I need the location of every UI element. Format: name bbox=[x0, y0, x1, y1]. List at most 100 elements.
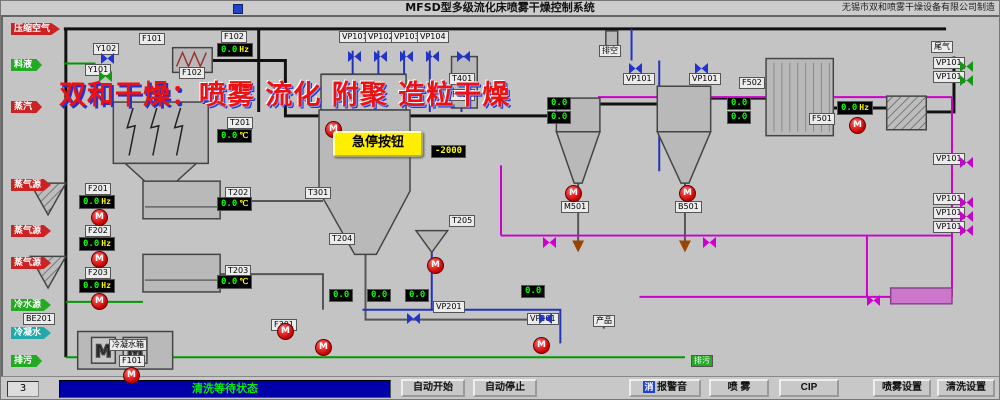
pump-icon[interactable]: M bbox=[533, 337, 550, 354]
pump-icon[interactable]: M bbox=[91, 293, 108, 310]
valve-icon[interactable] bbox=[695, 59, 708, 74]
display-unit: Hz bbox=[101, 239, 111, 248]
auto-start-button[interactable]: 自动开始 bbox=[401, 379, 465, 397]
piping-layer: M M bbox=[28, 27, 956, 370]
display-unit: Hz bbox=[101, 281, 111, 290]
display-value: 0.0 bbox=[221, 131, 238, 141]
display-value: 0.0 bbox=[731, 112, 748, 122]
auto-stop-button[interactable]: 自动停止 bbox=[473, 379, 537, 397]
valve-icon[interactable] bbox=[101, 49, 114, 64]
device-tag: VP101 bbox=[933, 193, 965, 205]
pump-icon[interactable]: M bbox=[91, 251, 108, 268]
valve-icon[interactable] bbox=[400, 47, 413, 62]
numeric-display: 0.0 bbox=[727, 97, 752, 110]
fluid-bed-1 bbox=[142, 180, 221, 220]
numeric-display: 0.0 bbox=[329, 289, 354, 302]
device-tag: 产品 bbox=[593, 315, 615, 327]
discharge-cone bbox=[414, 229, 450, 254]
numeric-display: -2000 bbox=[431, 145, 467, 158]
cip-button[interactable]: CIP bbox=[779, 379, 839, 397]
valve-icon[interactable] bbox=[539, 309, 552, 324]
numeric-display: 0.0℃ bbox=[217, 275, 253, 289]
flow-source-label: 压缩空气 bbox=[11, 23, 61, 35]
process-diagram: M M 双和干燥：喷雾 流化 附聚 造粒干燥 急停按钮 压缩空气料液蒸汽蒸气源蒸… bbox=[1, 15, 999, 384]
numeric-display: 0.0 bbox=[547, 111, 572, 124]
valve-icon[interactable] bbox=[426, 47, 439, 62]
company-label: 无锡市双和喷雾干燥设备有限公司制造 bbox=[841, 3, 995, 13]
display-value: 0.0 bbox=[551, 98, 568, 108]
device-tag: Y101 bbox=[85, 64, 112, 76]
device-tag: T204 bbox=[329, 233, 356, 245]
pump-icon[interactable]: M bbox=[565, 185, 582, 202]
pump-icon[interactable]: M bbox=[679, 185, 696, 202]
bag-filter bbox=[112, 101, 209, 165]
numeric-display: 0.0 bbox=[405, 289, 430, 302]
mute-label: 报警音 bbox=[657, 382, 687, 393]
valve-icon[interactable] bbox=[960, 193, 973, 208]
chamber-top bbox=[320, 73, 407, 111]
device-tag: T205 bbox=[449, 215, 476, 227]
spray-settings-button[interactable]: 喷雾设置 bbox=[873, 379, 931, 397]
display-value: -2000 bbox=[435, 146, 463, 156]
display-value: 0.0 bbox=[841, 103, 858, 113]
valve-icon[interactable] bbox=[543, 233, 556, 248]
valve-icon[interactable] bbox=[703, 233, 716, 248]
pump-icon[interactable]: M bbox=[91, 209, 108, 226]
device-tag: F102 bbox=[221, 31, 247, 43]
clean-settings-button[interactable]: 清洗设置 bbox=[937, 379, 995, 397]
display-value: 0.0 bbox=[83, 239, 100, 249]
display-unit: ℃ bbox=[239, 131, 249, 140]
device-tag: VP201 bbox=[433, 301, 465, 313]
device-tag: VP101 bbox=[933, 221, 965, 233]
valve-icon[interactable] bbox=[348, 47, 361, 62]
display-value: 0.0 bbox=[221, 199, 238, 209]
valve-icon[interactable] bbox=[960, 207, 973, 222]
emergency-stop-button[interactable]: 急停按钮 bbox=[333, 131, 423, 157]
pump-icon[interactable]: M bbox=[315, 339, 332, 356]
flow-source-label: 冷水源 bbox=[11, 299, 52, 311]
exhaust-filter bbox=[885, 95, 928, 131]
pump-icon[interactable]: M bbox=[277, 323, 294, 340]
device-tag: F501 bbox=[809, 113, 835, 125]
flow-source-label: 蒸气源 bbox=[11, 257, 52, 269]
valve-icon[interactable] bbox=[960, 153, 973, 168]
device-tag: F203 bbox=[85, 267, 111, 279]
valve-icon[interactable] bbox=[457, 47, 470, 62]
device-tag: VP101 bbox=[933, 153, 965, 165]
valve-icon[interactable] bbox=[99, 67, 112, 82]
valve-icon[interactable] bbox=[629, 59, 642, 74]
display-unit: ℃ bbox=[239, 199, 249, 208]
device-tag: F401 bbox=[449, 89, 475, 101]
mute-icon: 消 bbox=[643, 381, 655, 394]
device-tag: F101 bbox=[119, 355, 145, 367]
mute-alarm-button[interactable]: 消报警音 bbox=[629, 379, 701, 397]
device-tag: T201 bbox=[227, 117, 254, 129]
display-value: 0.0 bbox=[83, 197, 100, 207]
numeric-display: 0.0℃ bbox=[217, 197, 253, 211]
device-tag: 尾气 bbox=[931, 41, 953, 53]
valve-icon[interactable] bbox=[867, 291, 880, 306]
valve-icon[interactable] bbox=[960, 71, 973, 86]
valve-icon[interactable] bbox=[374, 47, 387, 62]
valve-icon[interactable] bbox=[960, 221, 973, 236]
display-value: 0.0 bbox=[525, 286, 542, 296]
valve-icon[interactable] bbox=[407, 309, 420, 324]
device-tag: F502 bbox=[739, 77, 765, 89]
pump-icon[interactable]: M bbox=[427, 257, 444, 274]
pump-icon[interactable]: M bbox=[849, 117, 866, 134]
pump-icon[interactable]: M bbox=[123, 367, 140, 384]
page-title: MFSD型多级流化床喷雾干燥控制系统 bbox=[405, 1, 595, 14]
valve-icon[interactable] bbox=[960, 57, 973, 72]
numeric-display: 0.0℃ bbox=[217, 129, 253, 143]
display-value: 0.0 bbox=[731, 98, 748, 108]
spray-button[interactable]: 喷 雾 bbox=[709, 379, 769, 397]
app-icon bbox=[233, 4, 243, 14]
device-tag: VP101 bbox=[933, 57, 965, 69]
status-message: 清洗等待状态 bbox=[59, 380, 391, 398]
flow-source-label: 蒸汽 bbox=[11, 101, 43, 113]
flow-source-label: 蒸气源 bbox=[11, 225, 52, 237]
